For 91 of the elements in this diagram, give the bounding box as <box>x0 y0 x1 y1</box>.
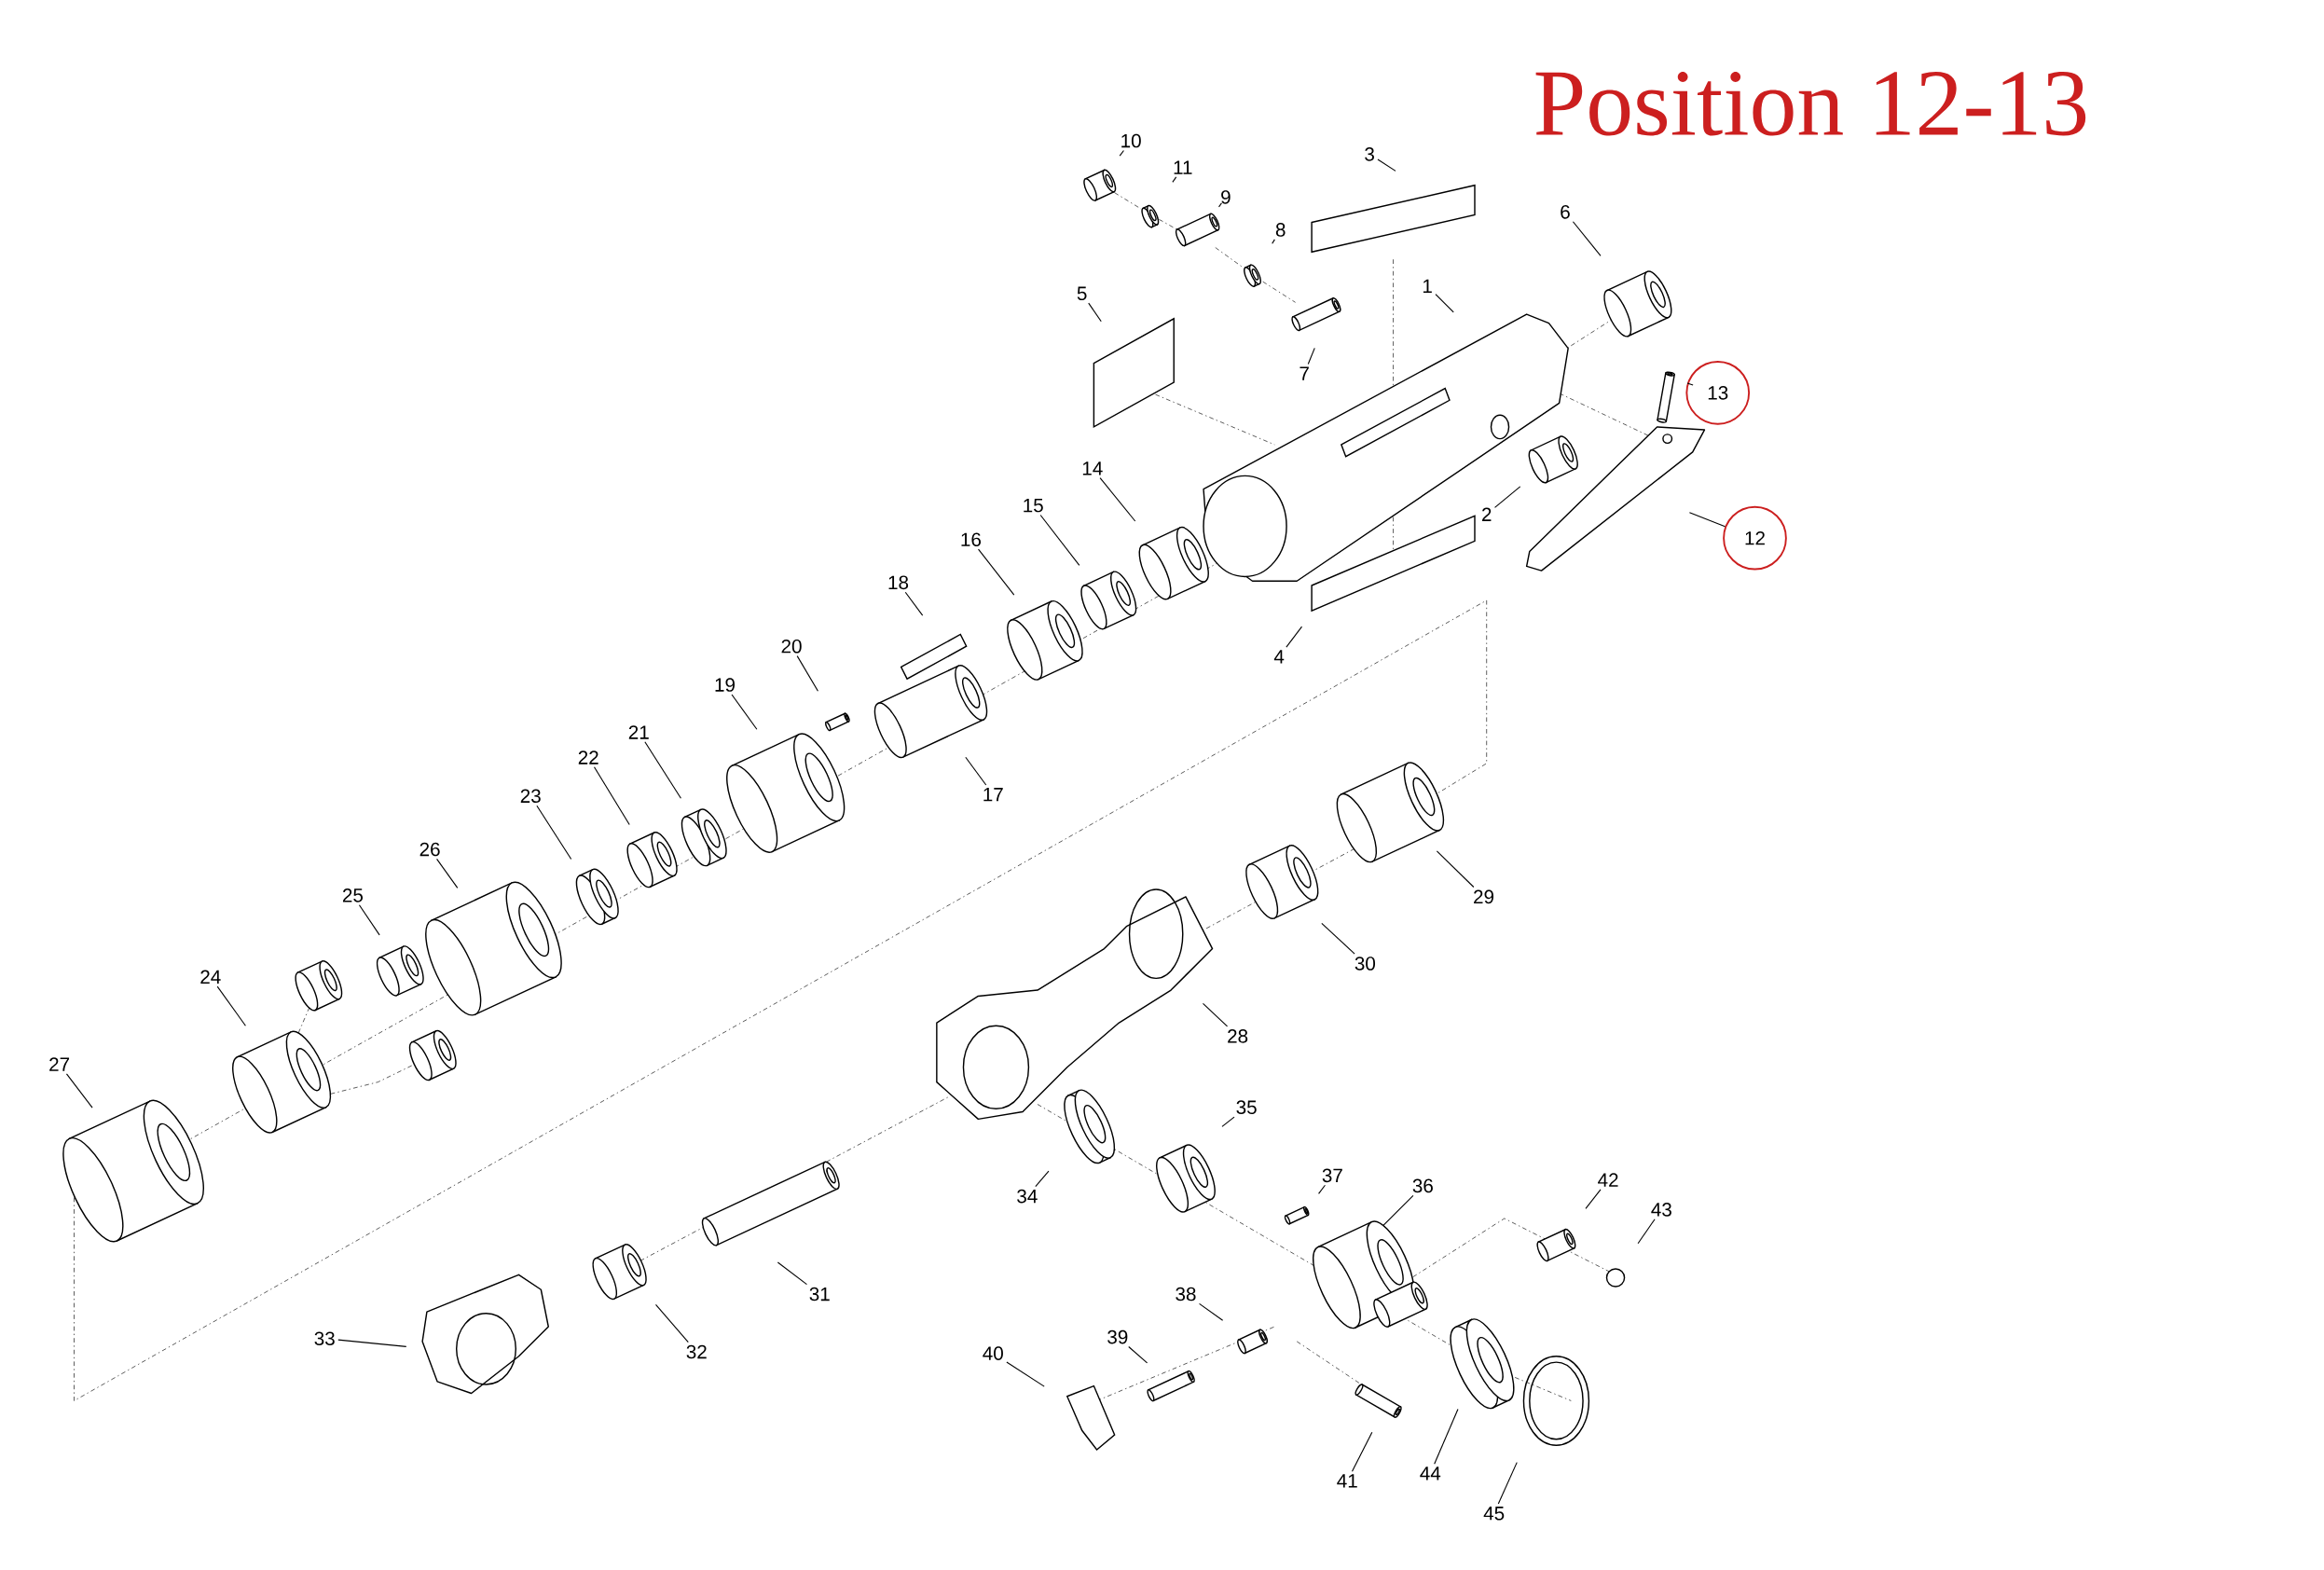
leader-line <box>358 904 380 936</box>
circled-callout-number: 12 <box>1723 505 1787 571</box>
leader-line <box>1088 302 1102 323</box>
callout-number: 24 <box>200 970 221 985</box>
callout-number: 25 <box>342 888 364 902</box>
callout-number: 3 <box>1365 147 1374 161</box>
leader-line <box>1382 1194 1414 1227</box>
callout-number: 40 <box>983 1346 1003 1361</box>
leader-line <box>1686 382 1694 386</box>
circled-callout-number: 13 <box>1685 361 1751 425</box>
callout-number: 39 <box>1107 1329 1128 1344</box>
leader-line <box>1202 1002 1229 1027</box>
callout-number: 35 <box>1236 1100 1257 1115</box>
leader-line <box>1307 347 1315 365</box>
leader-line <box>1321 922 1355 955</box>
callout-number: 18 <box>888 575 909 590</box>
leader-line <box>731 694 758 730</box>
callout-number: 23 <box>520 789 541 804</box>
leader-line <box>593 766 630 826</box>
leader-line <box>1035 1170 1050 1188</box>
leader-line <box>978 548 1015 596</box>
callout-number: 16 <box>961 532 981 547</box>
leader-line <box>796 655 818 692</box>
leader-line <box>337 1339 407 1348</box>
callout-number: 19 <box>715 678 735 692</box>
leader-line <box>436 859 459 889</box>
callout-number: 30 <box>1355 957 1376 971</box>
callout-number: 1 <box>1423 279 1432 294</box>
leader-line <box>1377 158 1396 172</box>
callout-number: 14 <box>1082 461 1103 475</box>
callout-number: 33 <box>314 1331 335 1346</box>
leader-line <box>1436 850 1475 888</box>
leader-line <box>216 985 246 1026</box>
leader-line <box>1199 1302 1224 1321</box>
callout-number: 31 <box>809 1287 830 1301</box>
callout-number: 32 <box>686 1344 707 1359</box>
callout-number: 17 <box>983 788 1003 802</box>
leader-line <box>1099 477 1136 522</box>
callout-number: 41 <box>1337 1474 1357 1488</box>
callout-number: 20 <box>781 640 802 654</box>
leader-line <box>1217 202 1223 208</box>
leader-line <box>1637 1219 1656 1245</box>
callout-number: 2 <box>1482 507 1492 522</box>
callout-number: 36 <box>1412 1178 1433 1193</box>
leader-line <box>1172 176 1177 184</box>
leader-line <box>1435 294 1454 313</box>
leader-line <box>1585 1189 1602 1210</box>
title: Position 12-13 <box>1535 72 2086 136</box>
leader-line <box>536 805 572 861</box>
leader-line <box>1006 1361 1045 1387</box>
callout-number: 15 <box>1024 499 1043 513</box>
callout-number: 21 <box>628 725 649 739</box>
leader-line <box>1688 512 1726 528</box>
callout-number: 4 <box>1273 650 1285 664</box>
leader-line <box>1494 486 1521 509</box>
leader-line <box>1434 1409 1459 1465</box>
callout-number: 44 <box>1420 1467 1441 1480</box>
leader-line <box>1286 626 1303 648</box>
leader-line <box>1221 1116 1235 1128</box>
leader-line <box>904 591 924 616</box>
callout-number: 34 <box>1017 1189 1038 1204</box>
leader-line <box>1318 1184 1326 1194</box>
leader-line <box>1572 221 1602 257</box>
callout-number: 9 <box>1221 190 1231 204</box>
callout-number: 22 <box>578 751 598 764</box>
leader-line <box>1039 515 1080 566</box>
callout-number: 38 <box>1176 1287 1196 1301</box>
callout-number: 7 <box>1300 366 1309 380</box>
leader-line <box>1272 239 1275 244</box>
callout-number: 8 <box>1275 223 1286 237</box>
callout-number: 45 <box>1483 1507 1505 1521</box>
callout-number: 43 <box>1651 1203 1671 1217</box>
callout-number: 42 <box>1598 1173 1618 1187</box>
leader-line <box>644 741 681 799</box>
callout-number: 10 <box>1121 133 1141 148</box>
leader-line <box>1351 1431 1373 1472</box>
callout-number: 37 <box>1322 1168 1342 1183</box>
callout-number: 6 <box>1561 205 1570 219</box>
callout-number: 5 <box>1077 286 1087 301</box>
leader-line <box>1497 1462 1518 1505</box>
callout-number: 26 <box>419 842 440 857</box>
leader-line <box>1128 1346 1148 1364</box>
callout-number: 11 <box>1174 160 1192 174</box>
leader-line <box>1119 150 1124 157</box>
leader-line <box>965 756 987 786</box>
callout-number: 27 <box>49 1057 70 1071</box>
leader-line <box>65 1073 93 1109</box>
callout-number: 29 <box>1474 889 1494 904</box>
leader-line <box>777 1261 808 1286</box>
leader-line <box>654 1303 689 1343</box>
callout-number: 28 <box>1228 1029 1248 1043</box>
